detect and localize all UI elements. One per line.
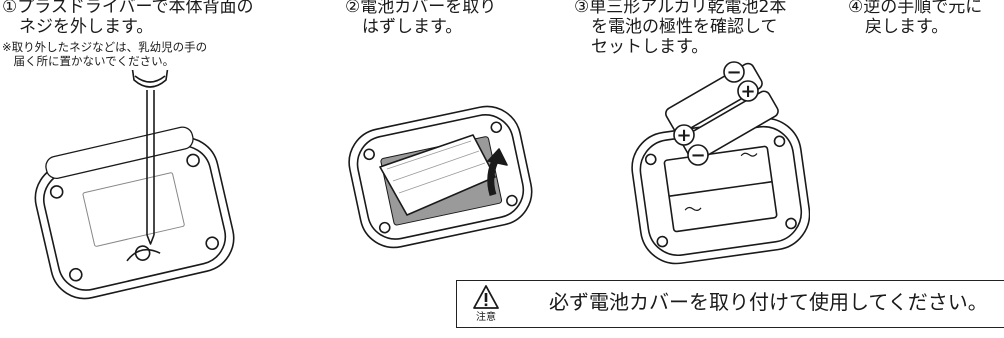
step-3-title: ③単三形アルカリ乾電池2本 を電池の極性を確認して セットします。 bbox=[574, 0, 787, 57]
caution-icon-wrap: 注意 bbox=[471, 284, 501, 326]
device-body bbox=[34, 126, 235, 300]
battery-plus-circle bbox=[673, 124, 695, 146]
battery-insert-illustration: − + + − bbox=[631, 61, 810, 265]
battery-cover-illustration bbox=[348, 105, 533, 249]
caution-label: 注意 bbox=[476, 312, 496, 323]
step-2: ②電池カバーを取り はずします。 bbox=[345, 0, 496, 37]
battery-plus-label: + bbox=[740, 81, 755, 102]
battery-plus-label: + bbox=[676, 125, 691, 146]
screwdriver-illustration bbox=[34, 70, 235, 300]
step-4: ④逆の手順で元に 戻します。 bbox=[848, 0, 982, 37]
step-1-title: ①プラスドライバーで本体背面の ネジを外します。 bbox=[2, 0, 254, 37]
battery-minus-circle bbox=[723, 61, 745, 83]
step-2-title: ②電池カバーを取り はずします。 bbox=[345, 0, 497, 37]
step-4-title: ④逆の手順で元に 戻します。 bbox=[848, 0, 983, 37]
warning-triangle-icon bbox=[473, 285, 499, 309]
battery-plus-circle bbox=[737, 80, 759, 102]
battery-minus-label: − bbox=[690, 145, 705, 166]
caution-box: 注意 必ず電池カバーを取り付けて使用してください。 bbox=[456, 280, 1004, 328]
battery-minus-label: − bbox=[726, 62, 741, 83]
screwdriver bbox=[131, 70, 169, 245]
battery-minus-circle bbox=[687, 144, 709, 166]
caution-message: 必ず電池カバーを取り付けて使用してください。 bbox=[549, 290, 988, 314]
step-1: ①プラスドライバーで本体背面の ネジを外します。 ※取り外したネジなどは、乳幼児… bbox=[2, 0, 254, 68]
step-1-note: ※取り外したネジなどは、乳幼児の手の 届く所に置かないでください。 bbox=[2, 40, 208, 68]
step-3: ③単三形アルカリ乾電池2本 を電池の極性を確認して セットします。 bbox=[574, 0, 786, 57]
